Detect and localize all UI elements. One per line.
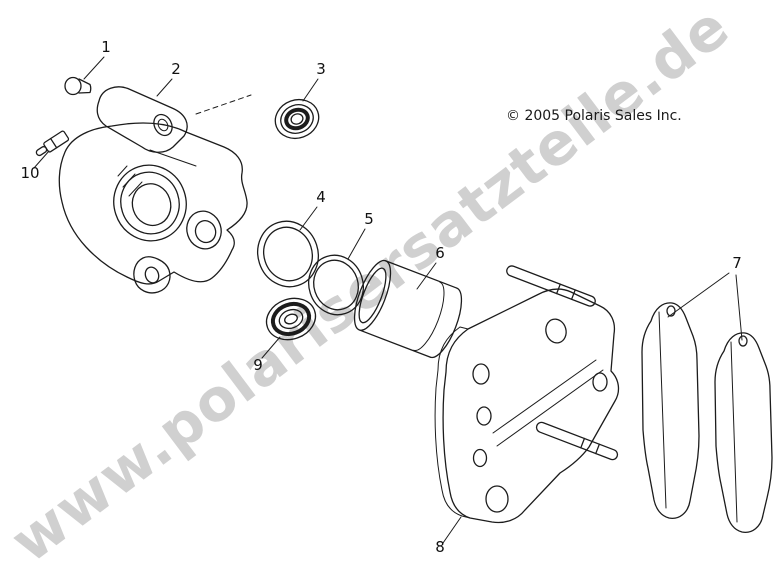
guide-pin-lower-drawing bbox=[535, 421, 619, 461]
callout-3: 3 bbox=[316, 60, 326, 78]
mounting-bracket-part-8-drawing bbox=[434, 288, 620, 524]
callout-5: 5 bbox=[364, 210, 374, 228]
o-ring-part-4-drawing bbox=[257, 220, 319, 288]
brake-pad-inner-part-7-drawing bbox=[641, 302, 700, 519]
callout-7: 7 bbox=[732, 254, 742, 272]
callout-6: 6 bbox=[435, 244, 445, 262]
bolt-part-1-drawing bbox=[64, 76, 92, 96]
callout-1: 1 bbox=[101, 38, 111, 56]
brake-pad-outer-part-7-drawing bbox=[714, 332, 773, 533]
caliper-bore-rings bbox=[113, 164, 187, 242]
callout-9: 9 bbox=[253, 356, 263, 374]
bleeder-valve-part-10-drawing bbox=[35, 130, 70, 157]
piston-seal-part-9-drawing bbox=[265, 297, 317, 341]
callout-8: 8 bbox=[435, 538, 445, 556]
watermark-text: www.polarisersatzteile.de bbox=[0, 0, 742, 576]
caliper-body-part-2-drawing bbox=[58, 86, 248, 294]
callout-4: 4 bbox=[316, 188, 326, 206]
callout-2: 2 bbox=[171, 60, 181, 78]
leader-lines bbox=[33, 56, 743, 544]
callout-labels: 1 2 3 4 5 6 7 8 9 10 bbox=[20, 38, 741, 556]
callout-10: 10 bbox=[20, 164, 39, 182]
assembly-axis-dashed-line bbox=[195, 94, 252, 115]
caliper-recess-rings bbox=[186, 210, 222, 250]
copyright-text: © 2005 Polaris Sales Inc. bbox=[506, 108, 682, 124]
dust-boot-part-3-drawing bbox=[274, 98, 320, 140]
o-ring-part-5-drawing bbox=[308, 254, 364, 316]
guide-pin-upper-drawing bbox=[506, 265, 596, 307]
diagram-linework bbox=[33, 56, 773, 544]
